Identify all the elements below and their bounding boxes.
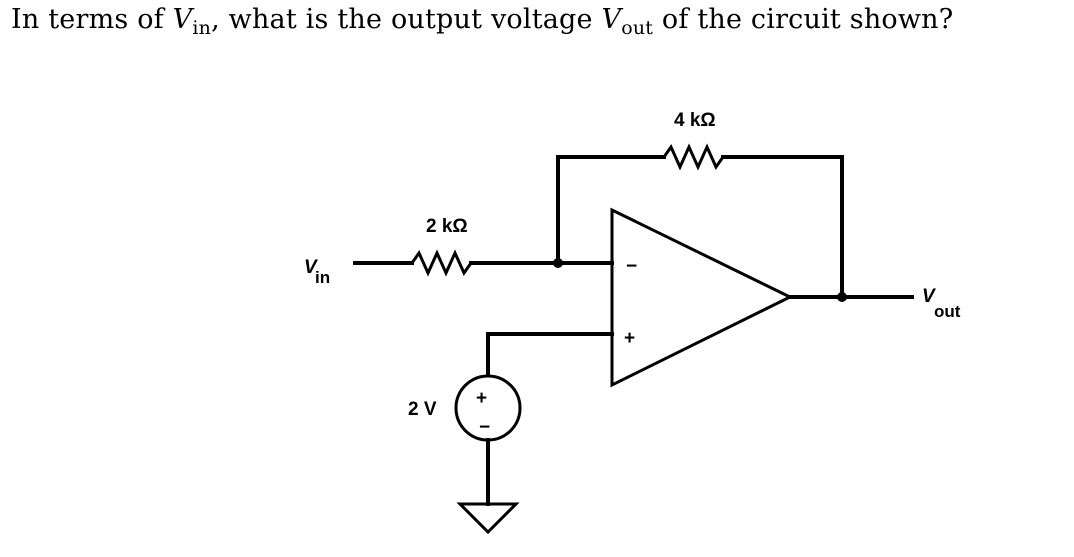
svg-text:V: V — [922, 286, 936, 307]
output-junction-node — [837, 292, 847, 302]
feedback-wire-right — [721, 155, 844, 299]
svg-text:out: out — [934, 302, 961, 321]
noninverting-input-wire — [486, 332, 614, 377]
voltage-source-plus-sign: + — [476, 388, 487, 409]
feedback-resistor-label: 4 kΩ — [674, 110, 716, 131]
feedback-wire-left — [556, 155, 666, 265]
vout-symbol: Vout — [601, 4, 654, 39]
input-terminal-label: V in — [304, 257, 330, 287]
vout-subscript: out — [621, 17, 654, 39]
question-prefix: In terms of — [11, 4, 173, 35]
svg-text:in: in — [315, 268, 330, 287]
vin-subscript: in — [192, 17, 212, 39]
op-amp-noninverting-sign: + — [624, 328, 635, 349]
question-text: In terms of Vin, what is the output volt… — [11, 4, 954, 39]
voltage-source-label: 2 V — [408, 399, 437, 420]
vin-symbol: Vin — [172, 4, 212, 39]
voltage-source-minus-sign: − — [479, 417, 490, 438]
op-amp-inverting-sign: − — [626, 256, 637, 277]
op-amp — [610, 207, 794, 388]
question-suffix: of the circuit shown? — [653, 4, 954, 35]
question-middle: , what is the output voltage — [211, 4, 602, 35]
ground-icon — [456, 502, 520, 535]
output-terminal-label: V out — [922, 286, 961, 321]
feedback-resistor — [662, 143, 725, 171]
svg-text:V: V — [304, 257, 318, 278]
input-resistor — [410, 249, 473, 277]
input-resistor-label: 2 kΩ — [426, 216, 468, 237]
